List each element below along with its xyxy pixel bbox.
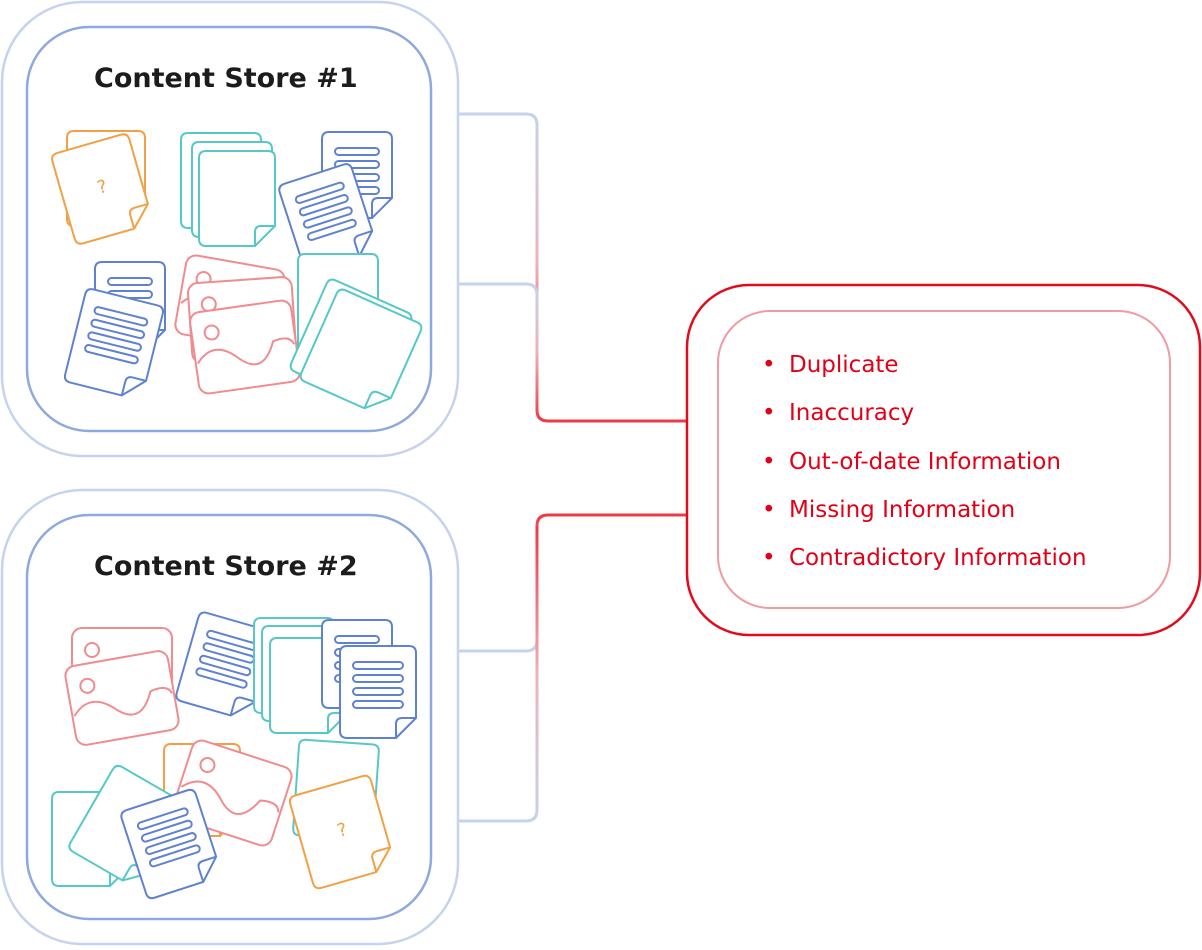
issue-bullet: • (762, 352, 776, 378)
issue-item-out-of-date: Out-of-date Information (789, 449, 1061, 475)
text-document-icon (339, 645, 417, 739)
store-outer-frame (0, 0, 460, 458)
issue-bullet: • (762, 400, 776, 426)
text-document-icon (63, 288, 165, 397)
image-document-icon (64, 650, 180, 746)
store-title: Content Store #1 (94, 63, 358, 94)
issues-panel: • Duplicate • Inaccuracy • Out-of-date I… (685, 283, 1202, 637)
issue-item-duplicate: Duplicate (789, 352, 899, 378)
issue-item-inaccuracy: Inaccuracy (789, 400, 914, 426)
blank-document-icon (198, 150, 276, 247)
store-documents: ? (51, 611, 417, 900)
issue-bullet: • (762, 545, 776, 571)
image-document-icon (189, 299, 301, 395)
blank-document-icon (299, 288, 423, 410)
connector-store2-bottom (458, 526, 539, 823)
store-title: Content Store #2 (94, 551, 358, 582)
connector-store1-top (458, 112, 539, 410)
store-outer-frame (0, 488, 460, 946)
question-document-icon: ? (51, 133, 149, 245)
text-document-icon (278, 163, 374, 273)
issues-list: • Duplicate • Inaccuracy • Out-of-date I… (762, 352, 1087, 571)
content-store-2: Content Store #2 ? (0, 488, 460, 946)
issue-bullet: • (762, 497, 776, 523)
issue-bullet: • (762, 449, 776, 475)
issue-item-contradictory: Contradictory Information (789, 545, 1087, 571)
text-document-icon (120, 788, 218, 900)
content-store-1: Content Store #1 ? (0, 0, 460, 458)
connectors (458, 112, 686, 823)
connector-store2-top (458, 513, 686, 653)
issue-item-missing: Missing Information (789, 497, 1015, 523)
question-document-icon: ? (288, 774, 392, 890)
connector-store1-bottom (458, 282, 686, 423)
issues-inner-frame (717, 310, 1171, 609)
text-document-icon (175, 611, 275, 717)
store-documents: ? (51, 130, 423, 410)
